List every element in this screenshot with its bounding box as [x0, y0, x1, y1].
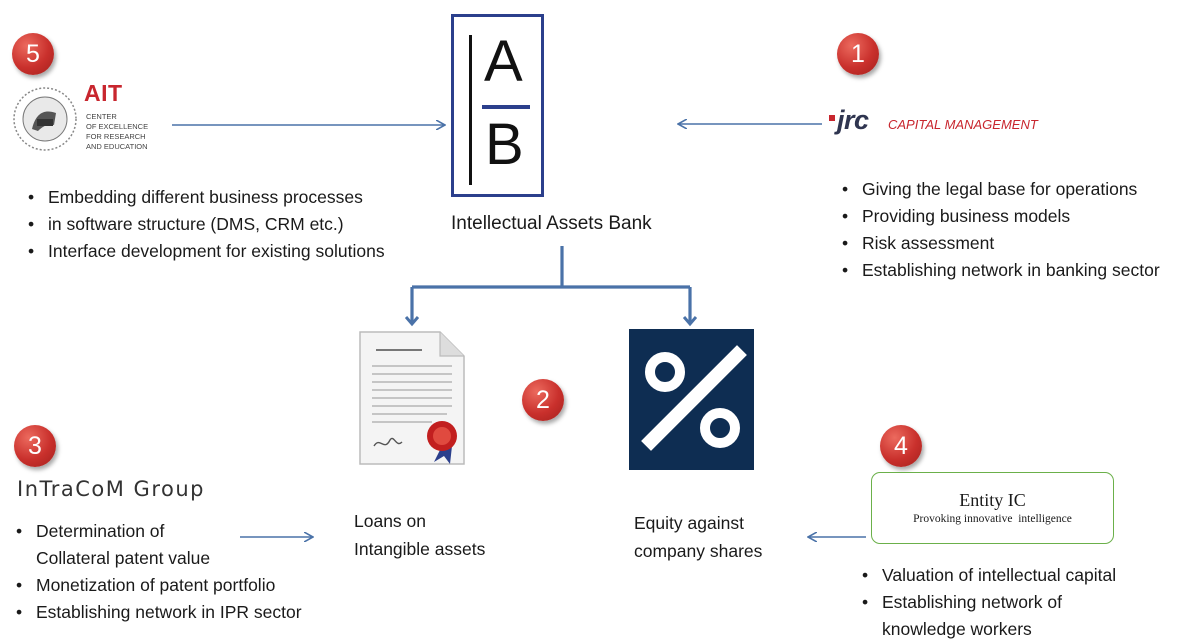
jrc-logo-sub: CAPITAL MANAGEMENT: [888, 117, 1038, 132]
arrow-iab-split: [412, 246, 690, 289]
intracom-bullet-3: Establishing network in IPR sector: [14, 599, 302, 626]
intracom-bullet-2: Monetization of patent portfolio: [14, 572, 302, 599]
entity-bullets: Valuation of intellectual capital Establ…: [860, 562, 1116, 643]
ait-logo-line-2: OF EXCELLENCE: [86, 122, 149, 131]
percent-symbol: [641, 345, 747, 451]
ait-seal-icon: [13, 87, 77, 151]
badge-5: 5: [12, 33, 54, 75]
ait-bullet-3: Interface development for existing solut…: [26, 238, 385, 265]
entity-ic-title: Entity IC: [959, 490, 1026, 510]
ait-logo-line-4: AND EDUCATION: [86, 142, 148, 151]
entity-ic-box: Entity IC Provoking innovative intellige…: [871, 472, 1114, 544]
entity-bullet-1: Valuation of intellectual capital: [860, 562, 1116, 589]
badge-2: 2: [522, 379, 564, 421]
intracom-bullet-1-cont: Collateral patent value: [36, 548, 211, 568]
loans-line-1: Loans on: [354, 511, 427, 531]
iab-logo-letter-b: B: [485, 112, 524, 177]
jrc-bullets: Giving the legal base for operations Pro…: [840, 176, 1160, 284]
ait-bullet-1: Embedding different business processes: [26, 184, 385, 211]
ait-logo: AIT CENTER OF EXCELLENCE FOR RESEARCH AN…: [10, 73, 170, 165]
iab-logo: A B: [451, 14, 544, 197]
intracom-bullet-1: Determination of: [14, 518, 302, 545]
equity-line-1: Equity against: [634, 513, 744, 533]
loans-line-2: Intangible assets: [354, 539, 486, 559]
jrc-bullet-1: Giving the legal base for operations: [840, 176, 1160, 203]
ait-bullets: Embedding different business processes i…: [26, 184, 385, 265]
ait-logo-line-1: CENTER: [86, 112, 117, 121]
jrc-logo: jrc CAPITAL MANAGEMENT: [828, 105, 1068, 141]
intracom-bullets: Determination of Collateral patent value…: [14, 518, 302, 626]
entity-ic-subtitle: Provoking innovative intelligence: [913, 513, 1072, 525]
ait-logo-line-3: FOR RESEARCH: [86, 132, 146, 141]
jrc-bullet-3: Risk assessment: [840, 230, 1160, 257]
badge-3: 3: [14, 425, 56, 467]
entity-bullet-2: Establishing network of: [860, 589, 1116, 616]
ait-bullet-2: in software structure (DMS, CRM etc.): [26, 211, 385, 238]
badge-4: 4: [880, 425, 922, 467]
jrc-logo-mark: [829, 115, 835, 121]
jrc-logo-name: jrc: [837, 105, 869, 135]
jrc-bullet-2: Providing business models: [840, 203, 1160, 230]
iab-logo-letter-a: A: [484, 29, 523, 94]
loan-document-icon: [359, 331, 465, 465]
iab-logo-divider: [482, 105, 530, 109]
badge-1: 1: [837, 33, 879, 75]
percent-icon: [629, 329, 754, 470]
intracom-logo: InTraCoM Group: [17, 477, 205, 501]
iab-logo-bar: [469, 35, 472, 185]
entity-bullet-2-cont: knowledge workers: [882, 619, 1032, 639]
equity-line-2: company shares: [634, 541, 763, 561]
ait-logo-name: AIT: [84, 80, 123, 106]
jrc-bullet-4: Establishing network in banking sector: [840, 257, 1160, 284]
iab-title: Intellectual Assets Bank: [451, 213, 652, 234]
